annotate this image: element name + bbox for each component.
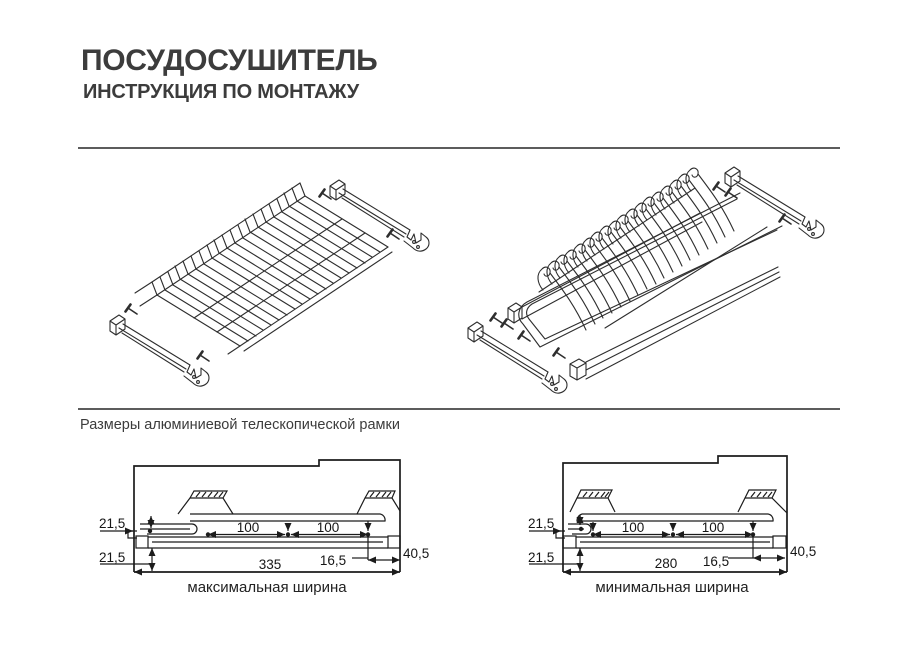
screw-icon xyxy=(124,303,139,316)
divider-top xyxy=(78,147,840,149)
dim-label-offset-top: 21,5 xyxy=(99,516,125,531)
screw-icon xyxy=(489,312,504,325)
dim-label-side: 40,5 xyxy=(403,546,429,561)
dim-label-pitch-left: 100 xyxy=(622,520,645,535)
dim-label-inset: 16,5 xyxy=(703,554,729,569)
exploded-drawing-wire-shelf xyxy=(109,179,430,387)
dimension-diagram-min-width: 21,5 21,5 100 100 280 16,5 40,5 минималь… xyxy=(528,455,816,596)
screw-icon xyxy=(386,228,401,241)
dim-label-pitch-left: 100 xyxy=(237,520,260,535)
screw-icon xyxy=(724,187,739,200)
screw-icon xyxy=(552,347,567,360)
dim-label-offset-bottom: 21,5 xyxy=(528,550,554,565)
figure-caption: максимальная ширина xyxy=(187,579,347,596)
screw-icon xyxy=(196,350,211,363)
telescopic-frame xyxy=(507,192,783,348)
dim-label-side: 40,5 xyxy=(790,544,816,559)
front-rail-tube xyxy=(569,266,781,381)
page-title: ПОСУДОСУШИТЕЛЬ xyxy=(81,44,378,77)
screw-icon xyxy=(712,181,727,194)
wire-shelf-grid xyxy=(134,182,393,355)
screw-icon xyxy=(318,188,333,201)
divider-section xyxy=(78,408,840,410)
exploded-drawing-plate-rack xyxy=(467,166,825,394)
dimension-annotations: 21,5 21,5 100 100 280 16,5 40,5 минималь… xyxy=(528,515,816,596)
dim-label-offset-bottom: 21,5 xyxy=(99,550,125,565)
plate-holder-wires xyxy=(537,167,768,331)
mounting-bracket-icon xyxy=(109,314,210,387)
dim-label-pitch-right: 100 xyxy=(702,520,725,535)
section-label: Размеры алюминиевой телескопической рамк… xyxy=(80,417,400,433)
mounting-bracket-icon xyxy=(724,166,825,239)
screw-icon xyxy=(517,330,532,343)
frame-side-view xyxy=(127,459,401,576)
page-subtitle: ИНСТРУКЦИЯ ПО МОНТАЖУ xyxy=(83,81,359,103)
dim-label-inset: 16,5 xyxy=(320,553,346,568)
dimension-annotations: 21,5 21,5 100 100 335 16,5 40,5 максимал… xyxy=(99,516,429,596)
dim-label-offset-top: 21,5 xyxy=(528,516,554,531)
figure-caption: минимальная ширина xyxy=(595,579,749,596)
mounting-bracket-icon xyxy=(467,321,568,394)
dim-label-length: 335 xyxy=(259,557,282,572)
dim-label-pitch-right: 100 xyxy=(317,520,340,535)
frame-side-view xyxy=(555,455,788,576)
dim-label-length: 280 xyxy=(655,556,678,571)
dimension-diagram-max-width: 21,5 21,5 100 100 335 16,5 40,5 максимал… xyxy=(99,459,429,596)
